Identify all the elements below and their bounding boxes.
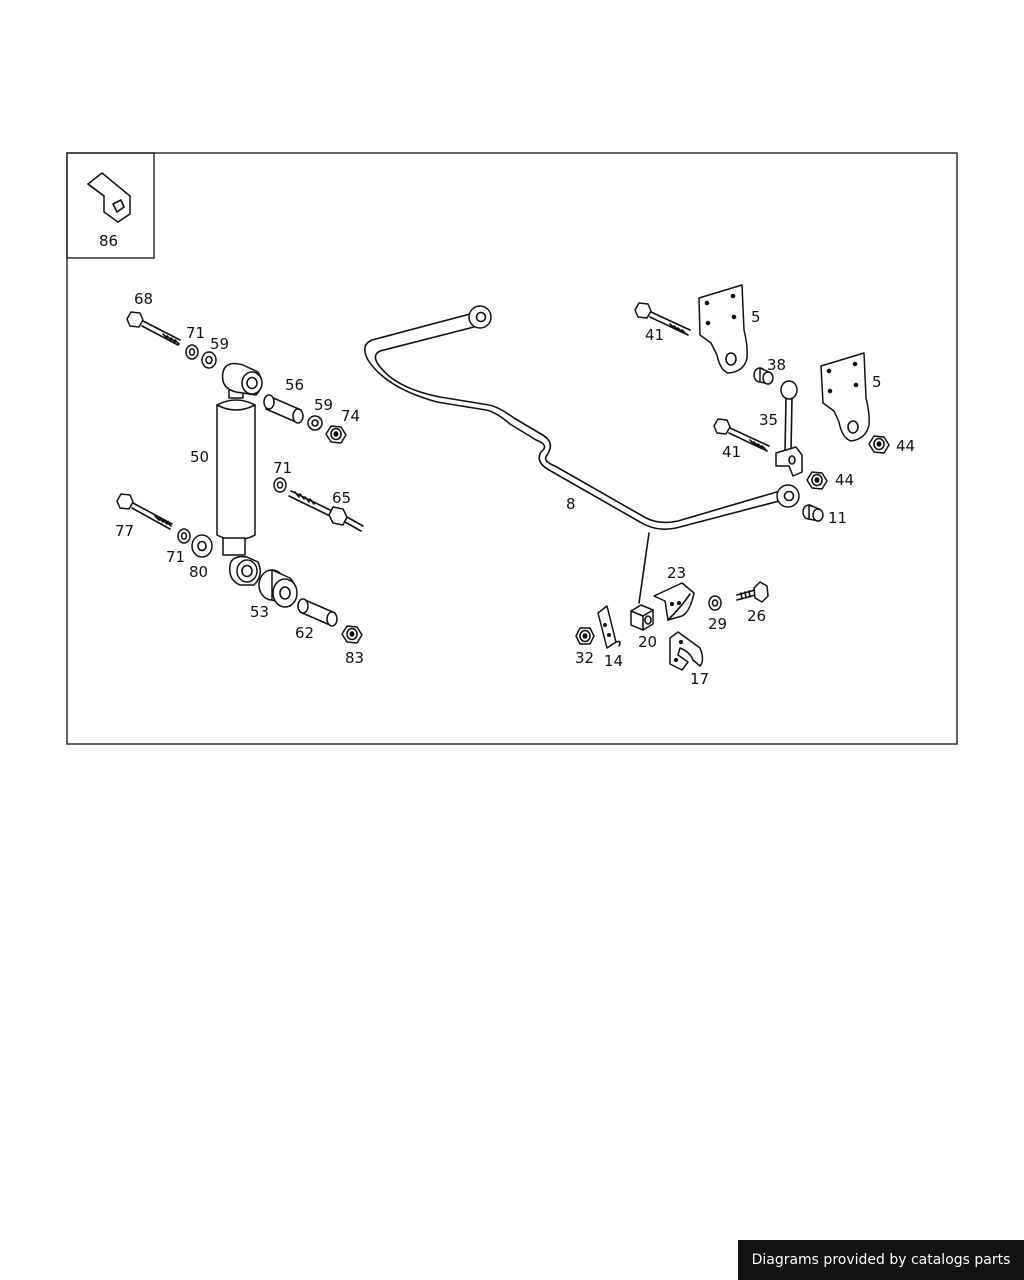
part-5-right-bracket[interactable] bbox=[820, 352, 870, 442]
part-59-mid-washer[interactable] bbox=[307, 415, 323, 431]
part-65-stud[interactable] bbox=[288, 490, 364, 532]
part-29-washer[interactable] bbox=[708, 595, 722, 611]
label-80: 80 bbox=[189, 563, 208, 581]
label-17: 17 bbox=[690, 670, 709, 688]
part-41-upper-bolt[interactable] bbox=[634, 302, 691, 336]
part-11-bushing[interactable] bbox=[802, 504, 824, 522]
part-8-stabilizer-bar[interactable] bbox=[364, 305, 800, 530]
label-71-upper: 71 bbox=[186, 324, 205, 342]
label-41-upper: 41 bbox=[645, 326, 664, 344]
part-68-bolt[interactable] bbox=[126, 311, 181, 346]
part-71-lower-washer[interactable] bbox=[177, 528, 191, 544]
part-59-upper-washer[interactable] bbox=[201, 351, 217, 369]
part-74-nut[interactable] bbox=[325, 425, 347, 444]
part-71-mid-washer[interactable] bbox=[273, 477, 287, 493]
part-14-plate[interactable] bbox=[597, 605, 621, 649]
label-56: 56 bbox=[285, 376, 304, 394]
label-59-upper: 59 bbox=[210, 335, 229, 353]
part-80-washer[interactable] bbox=[191, 534, 213, 558]
label-5-right: 5 bbox=[872, 373, 882, 391]
label-5-upper: 5 bbox=[751, 308, 761, 326]
part-62-pin[interactable] bbox=[297, 598, 338, 627]
label-23: 23 bbox=[667, 564, 686, 582]
part-50-shock-absorber[interactable] bbox=[216, 362, 263, 586]
part-83-nut[interactable] bbox=[341, 625, 363, 644]
label-74: 74 bbox=[341, 407, 360, 425]
label-44-right: 44 bbox=[896, 437, 915, 455]
part-86-clip[interactable] bbox=[87, 172, 131, 223]
part-17-clamp[interactable] bbox=[669, 631, 704, 671]
part-53-bushing[interactable] bbox=[258, 569, 298, 608]
label-62: 62 bbox=[295, 624, 314, 642]
label-71-lower: 71 bbox=[166, 548, 185, 566]
part-41-lower-bolt[interactable] bbox=[713, 418, 770, 452]
part-71-upper-washer[interactable] bbox=[185, 344, 199, 360]
label-71-mid: 71 bbox=[273, 459, 292, 477]
part-77-bolt[interactable] bbox=[116, 493, 173, 530]
part-44-nut-right[interactable] bbox=[868, 435, 890, 454]
label-38: 38 bbox=[767, 356, 786, 374]
label-50: 50 bbox=[190, 448, 209, 466]
part-26-bolt[interactable] bbox=[736, 581, 769, 603]
part-5-upper-bracket[interactable] bbox=[698, 284, 748, 374]
label-14: 14 bbox=[604, 652, 623, 670]
part-20-rubber-mount[interactable] bbox=[630, 604, 654, 631]
part-56-sleeve[interactable] bbox=[263, 394, 304, 424]
label-35: 35 bbox=[759, 411, 778, 429]
label-65: 65 bbox=[332, 489, 351, 507]
label-86: 86 bbox=[99, 232, 118, 250]
part-44-nut-lower[interactable] bbox=[806, 471, 828, 490]
label-20: 20 bbox=[638, 633, 657, 651]
label-83: 83 bbox=[345, 649, 364, 667]
label-77: 77 bbox=[115, 522, 134, 540]
part-38-bushing[interactable] bbox=[753, 367, 774, 385]
label-41-lower: 41 bbox=[722, 443, 741, 461]
label-32: 32 bbox=[575, 649, 594, 667]
label-8: 8 bbox=[566, 495, 576, 513]
label-53: 53 bbox=[250, 603, 269, 621]
part-35-link[interactable] bbox=[775, 380, 803, 477]
leader-line-20 bbox=[638, 532, 650, 604]
diagram-frame bbox=[66, 152, 958, 745]
label-29: 29 bbox=[708, 615, 727, 633]
label-59-mid: 59 bbox=[314, 396, 333, 414]
inset-frame bbox=[66, 152, 155, 259]
label-26: 26 bbox=[747, 607, 766, 625]
label-44-lower: 44 bbox=[835, 471, 854, 489]
label-68: 68 bbox=[134, 290, 153, 308]
part-32-nut[interactable] bbox=[575, 627, 595, 645]
credit-banner: Diagrams provided by catalogs parts bbox=[738, 1240, 1024, 1280]
label-11: 11 bbox=[828, 509, 847, 527]
part-23-clamp[interactable] bbox=[653, 582, 695, 621]
